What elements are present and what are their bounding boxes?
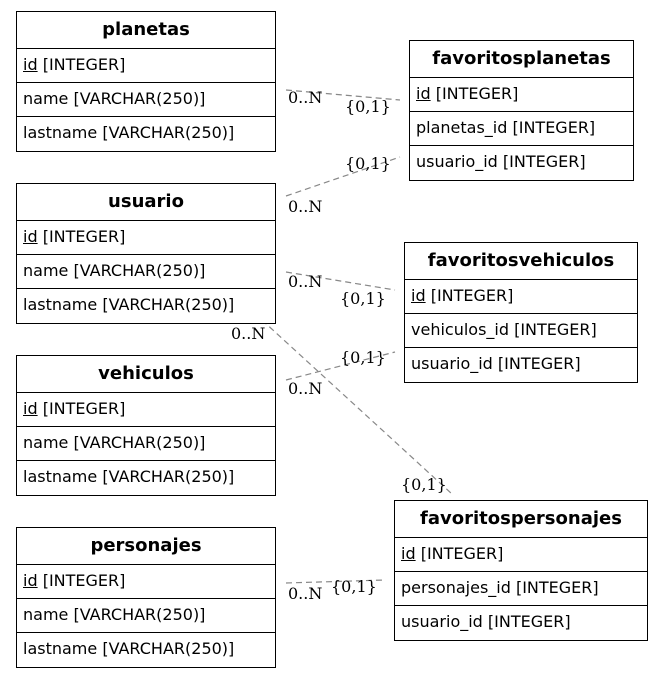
entity-title: usuario bbox=[17, 184, 275, 221]
field: lastname [VARCHAR(250)] bbox=[23, 467, 235, 486]
field: vehiculos_id [INTEGER] bbox=[405, 314, 637, 348]
field-type: [INTEGER] bbox=[37, 227, 126, 246]
entity-title: planetas bbox=[17, 12, 275, 49]
entity-title: favoritospersonajes bbox=[395, 501, 647, 538]
primary-key-field: id [INTEGER] bbox=[17, 221, 275, 255]
primary-key-name: id bbox=[401, 544, 416, 563]
field: name [VARCHAR(250)] bbox=[17, 599, 275, 633]
field: usuario_id [INTEGER] bbox=[416, 152, 586, 171]
field: usuario_id [INTEGER] bbox=[411, 354, 581, 373]
entity-title: vehiculos bbox=[17, 356, 275, 393]
field-type: [INTEGER] bbox=[415, 544, 504, 563]
field: name [VARCHAR(250)] bbox=[17, 427, 275, 461]
primary-key-field: id [INTEGER] bbox=[395, 538, 647, 572]
cardinality-to: {0,1} bbox=[401, 475, 447, 494]
field: lastname [VARCHAR(250)] bbox=[23, 639, 235, 658]
relation-line-usuario-favoritosvehiculos bbox=[285, 271, 396, 291]
field: usuario_id [INTEGER] bbox=[401, 612, 571, 631]
primary-key-field: id [INTEGER] bbox=[410, 78, 633, 112]
cardinality-from: 0..N bbox=[231, 324, 266, 343]
cardinality-from: 0..N bbox=[288, 584, 323, 603]
cardinality-to: {0,1} bbox=[340, 348, 386, 367]
primary-key-name: id bbox=[23, 227, 38, 246]
cardinality-to: {0,1} bbox=[345, 97, 391, 116]
field-type: [INTEGER] bbox=[37, 571, 126, 590]
cardinality-from: 0..N bbox=[288, 272, 323, 291]
field: lastname [VARCHAR(250)] bbox=[23, 295, 235, 314]
relation-line-planetas-favoritosplanetas bbox=[285, 89, 401, 101]
relation-line-vehiculos-favoritosvehiculos bbox=[285, 351, 396, 381]
field: planetas_id [INTEGER] bbox=[410, 112, 633, 146]
field: personajes_id [INTEGER] bbox=[395, 572, 647, 606]
field: lastname [VARCHAR(250)] bbox=[23, 123, 235, 142]
field-type: [INTEGER] bbox=[37, 399, 126, 418]
field: name [VARCHAR(250)] bbox=[17, 83, 275, 117]
primary-key-field: id [INTEGER] bbox=[405, 280, 637, 314]
cardinality-to: {0,1} bbox=[345, 154, 391, 173]
relation-line-usuario-favoritosplanetas bbox=[285, 156, 401, 197]
primary-key-name: id bbox=[23, 571, 38, 590]
cardinality-to: {0,1} bbox=[340, 289, 386, 308]
cardinality-from: 0..N bbox=[288, 88, 323, 107]
field-type: [INTEGER] bbox=[430, 84, 519, 103]
entity-title: personajes bbox=[17, 528, 275, 565]
primary-key-name: id bbox=[23, 399, 38, 418]
entity-title: favoritosplanetas bbox=[410, 41, 633, 78]
field: name [VARCHAR(250)] bbox=[17, 255, 275, 289]
cardinality-from: 0..N bbox=[288, 379, 323, 398]
primary-key-name: id bbox=[416, 84, 431, 103]
field-type: [INTEGER] bbox=[425, 286, 514, 305]
primary-key-name: id bbox=[23, 55, 38, 74]
primary-key-field: id [INTEGER] bbox=[17, 393, 275, 427]
relation-line-usuario-favoritospersonajes bbox=[261, 319, 453, 495]
cardinality-to: {0,1} bbox=[331, 577, 377, 596]
primary-key-name: id bbox=[411, 286, 426, 305]
primary-key-field: id [INTEGER] bbox=[17, 565, 275, 599]
cardinality-from: 0..N bbox=[288, 197, 323, 216]
relation-line-personajes-favoritospersonajes bbox=[285, 579, 386, 584]
entity-title: favoritosvehiculos bbox=[405, 243, 637, 280]
field-type: [INTEGER] bbox=[37, 55, 126, 74]
primary-key-field: id [INTEGER] bbox=[17, 49, 275, 83]
